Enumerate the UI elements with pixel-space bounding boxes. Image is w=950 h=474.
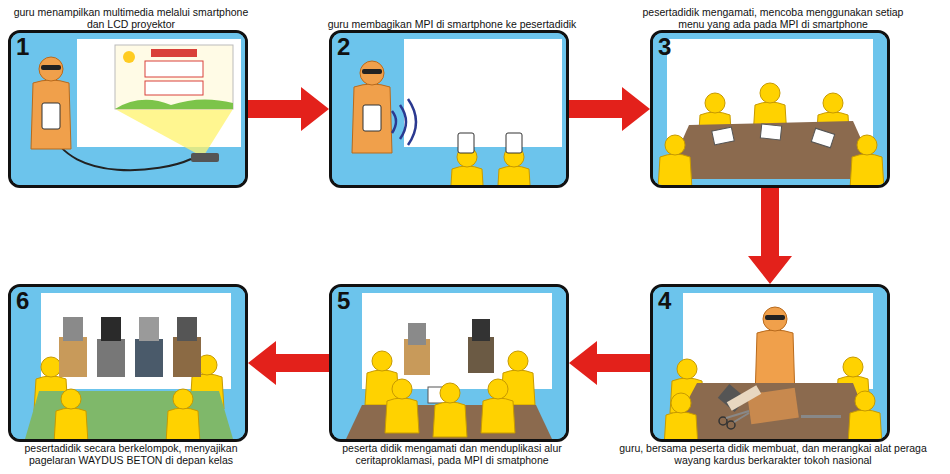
illustration-part xyxy=(54,389,88,439)
illustration-part xyxy=(658,135,692,185)
panel-illustration xyxy=(653,33,887,185)
illustration-part xyxy=(51,131,191,170)
illustration-part xyxy=(726,411,749,422)
illustration-part xyxy=(101,317,121,341)
illustration-part xyxy=(332,33,566,185)
flow-arrow xyxy=(248,87,329,131)
illustration-part xyxy=(11,287,245,439)
flow-arrow xyxy=(248,341,329,385)
illustration-part xyxy=(123,51,135,63)
illustration-part xyxy=(667,383,875,439)
illustration-part xyxy=(363,105,381,131)
illustration-part xyxy=(135,339,163,377)
step-panel: 6pesertadidik secara berkelompok, menyaj… xyxy=(8,284,248,442)
illustration-part xyxy=(42,103,60,129)
illustration-part xyxy=(850,135,884,185)
illustration-part xyxy=(400,105,406,139)
illustration-part xyxy=(59,337,87,377)
flow-arrow xyxy=(569,87,650,131)
step-panel: 1guru menampilkan multimedia melalui sma… xyxy=(8,30,248,188)
illustration-part xyxy=(665,121,879,179)
illustration-part xyxy=(727,385,761,411)
step-caption: pesertadidik mengamati, mencoba mengguna… xyxy=(633,6,913,30)
illustration-part xyxy=(404,39,562,147)
illustration-part xyxy=(719,417,727,425)
panel-illustration xyxy=(332,287,566,439)
flow-arrow xyxy=(569,341,650,385)
step-caption: guru membagikan MPI di smartphone ke pes… xyxy=(312,18,592,30)
illustration-part xyxy=(173,337,201,377)
illustration-part xyxy=(115,99,233,109)
step-number: 5 xyxy=(337,288,350,314)
illustration-part xyxy=(115,45,233,109)
illustration-part xyxy=(727,421,735,429)
illustration-part xyxy=(151,49,197,57)
step-caption: guru, bersama peserta didik membuat, dan… xyxy=(618,442,928,466)
illustration-part xyxy=(481,379,515,433)
illustration-part xyxy=(472,319,490,341)
step-panel: 2guru membagikan MPI di smartphone ke pe… xyxy=(329,30,569,188)
step-number: 1 xyxy=(16,34,29,60)
illustration-part xyxy=(177,317,197,341)
illustration-part xyxy=(433,383,467,437)
panel-illustration xyxy=(11,33,245,185)
step-panel: 5peserta didik mengamati dan menduplikas… xyxy=(329,284,569,442)
illustration-part xyxy=(811,128,834,147)
illustration-part xyxy=(97,339,125,377)
step-number: 6 xyxy=(16,288,29,314)
illustration-part xyxy=(712,127,734,145)
illustration-part xyxy=(506,133,522,153)
panel-illustration xyxy=(332,33,566,185)
step-caption: guru menampilkan multimedia melalui smar… xyxy=(11,6,251,30)
illustration-part xyxy=(31,57,71,149)
illustration-part xyxy=(408,323,426,345)
illustration-part xyxy=(501,351,535,405)
illustration-part xyxy=(458,133,474,153)
illustration-part xyxy=(191,153,219,162)
illustration-part xyxy=(332,287,566,439)
step-caption: peserta didik mengamati dan menduplikasi… xyxy=(312,442,592,466)
illustration-part xyxy=(392,111,396,133)
step-number: 3 xyxy=(658,34,671,60)
illustration-part xyxy=(801,415,841,418)
illustration-part xyxy=(385,379,419,433)
step-panel: 4guru, bersama peserta didik membuat, da… xyxy=(650,284,890,442)
illustration-part xyxy=(145,61,203,77)
illustration-part xyxy=(352,61,392,153)
step-panel: 3pesertadidik mengamati, mencoba menggun… xyxy=(650,30,890,188)
illustration-part xyxy=(166,389,200,439)
flow-arrow xyxy=(748,188,792,284)
panel-illustration xyxy=(11,287,245,439)
panel-illustration xyxy=(653,287,887,439)
illustration-part xyxy=(365,351,399,405)
illustration-part xyxy=(664,393,698,439)
illustration-part xyxy=(760,124,781,140)
illustration-part xyxy=(11,33,245,185)
illustration-part xyxy=(63,317,83,341)
illustration-part xyxy=(848,391,882,439)
illustration-part xyxy=(139,317,159,341)
illustration-part xyxy=(408,99,416,145)
illustration-part xyxy=(468,337,494,373)
step-number: 4 xyxy=(658,288,671,314)
illustration-part xyxy=(115,109,233,157)
step-number: 2 xyxy=(337,34,350,60)
illustration-part xyxy=(145,81,203,95)
step-caption: pesertadidik secara berkelompok, menyaji… xyxy=(11,442,251,466)
